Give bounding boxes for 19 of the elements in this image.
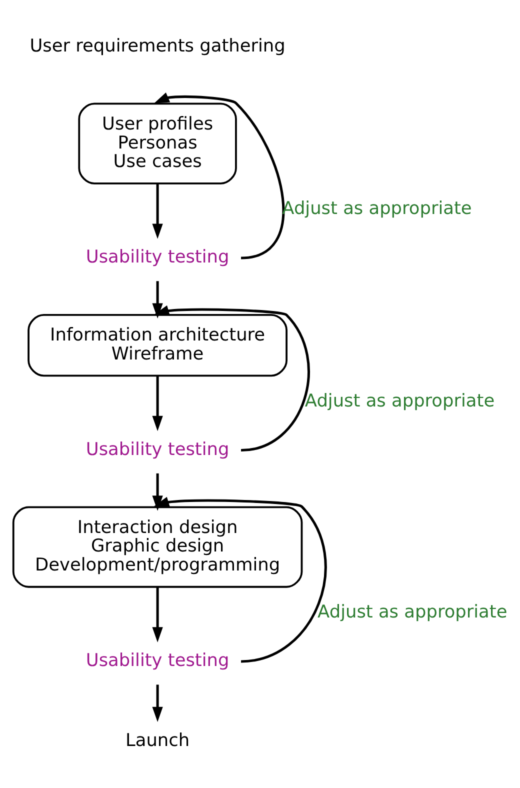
arrow bbox=[154, 305, 310, 452]
node-box: Interaction design Graphic design Development/programming bbox=[12, 506, 303, 588]
node-text: Launch bbox=[126, 730, 190, 751]
arrow bbox=[154, 92, 285, 260]
node-text: Usability testing bbox=[86, 440, 230, 460]
arrow bbox=[152, 587, 163, 642]
node-box: Information architecture Wireframe bbox=[28, 314, 288, 377]
arrow bbox=[154, 496, 327, 663]
arrow bbox=[152, 473, 163, 511]
node-box: User profiles Personas Use cases bbox=[78, 102, 237, 184]
arrow bbox=[152, 184, 163, 239]
node-text: User requirements gathering bbox=[30, 36, 286, 57]
node-text: Usability testing bbox=[86, 651, 230, 672]
arrow bbox=[152, 684, 163, 722]
arrow bbox=[152, 376, 163, 432]
edge-label: Adjust as appropriate bbox=[318, 602, 508, 622]
arrow bbox=[152, 281, 163, 318]
edge-label: Adjust as appropriate bbox=[304, 391, 495, 412]
node-text: Usability testing bbox=[86, 248, 230, 268]
